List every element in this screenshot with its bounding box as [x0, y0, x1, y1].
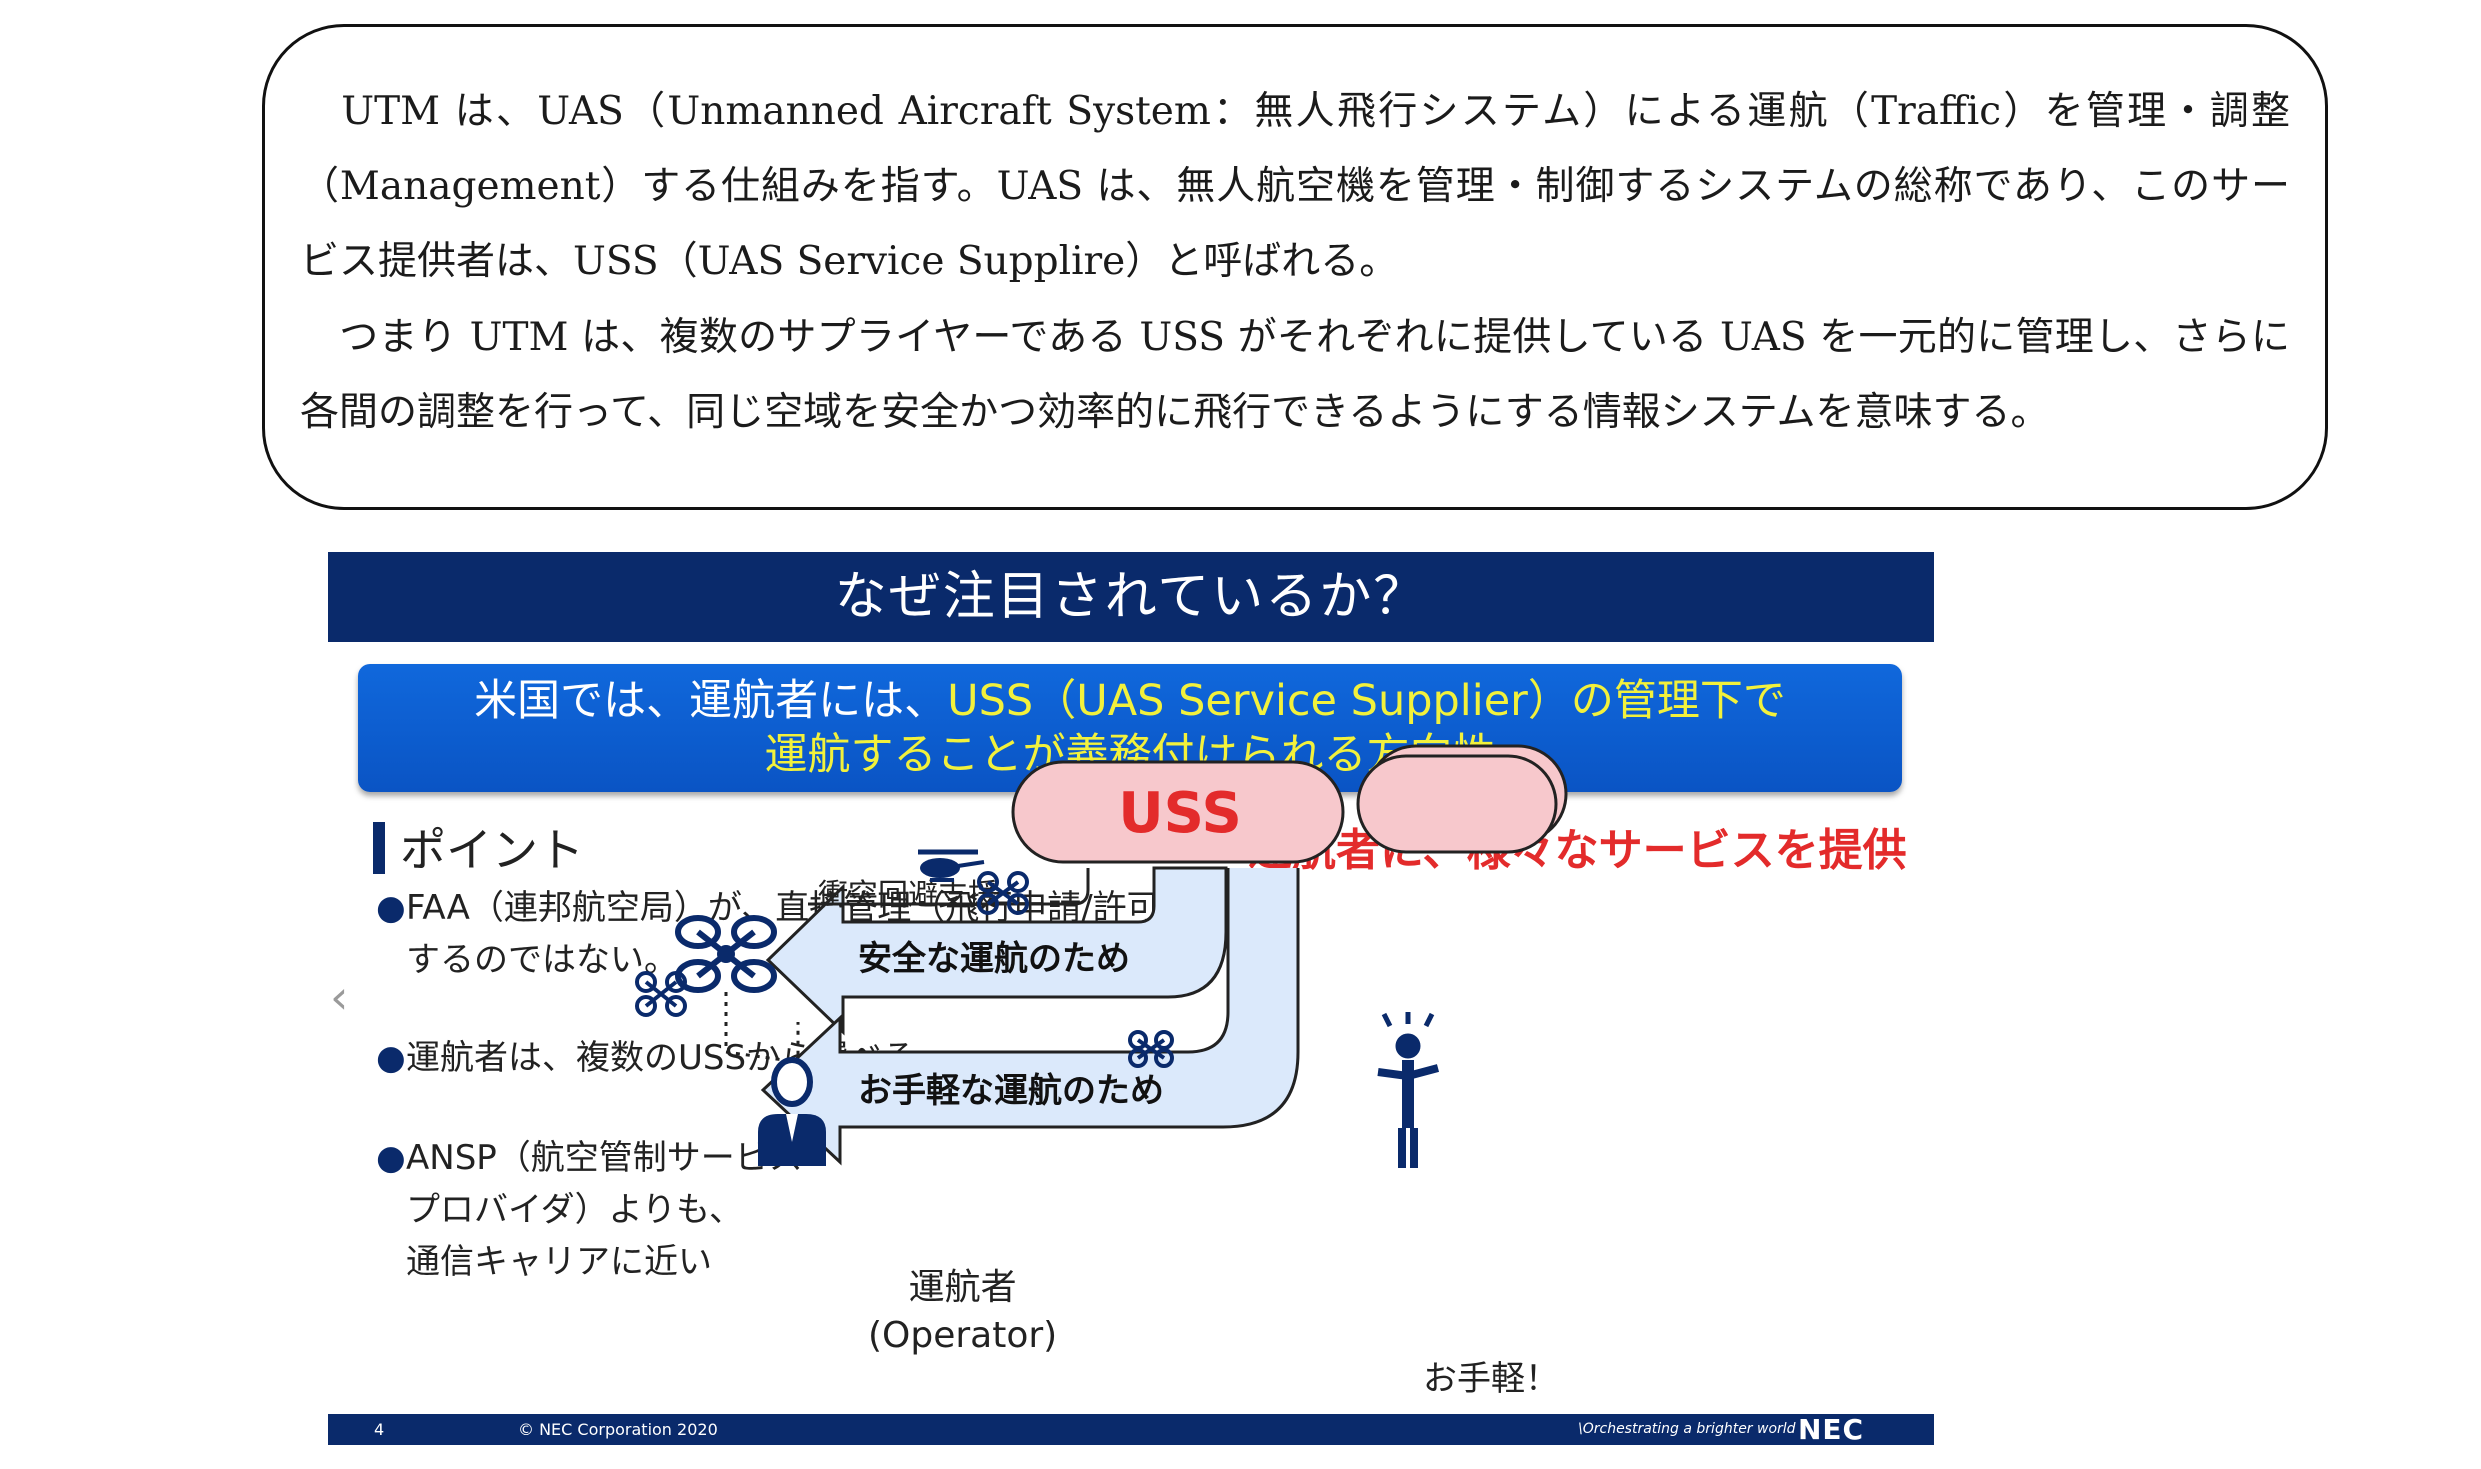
- drone-icon: [635, 971, 687, 1017]
- points-marker: [373, 822, 385, 874]
- slide-image: なぜ注目されているか？ 米国では、運航者には、USS（UAS Service S…: [328, 552, 1934, 1445]
- bullet-dot: ●: [376, 888, 406, 928]
- drone-icon: [977, 871, 1029, 915]
- bullet-ansp-line1: ANSP（航空管制サービス: [406, 1138, 803, 1178]
- collision-support-rail: [808, 868, 1090, 906]
- bullet-ansp-line2: プロバイダ）よりも、: [406, 1190, 743, 1230]
- banner-yellow-text: USS（UAS Service Supplier）の管理下で: [947, 676, 1786, 726]
- slide-title: なぜ注目されているか？: [328, 552, 1934, 642]
- explanation-box: [262, 24, 2328, 510]
- happy-user-icon: [1377, 1012, 1440, 1168]
- slide-footer: 4 © NEC Corporation 2020 \Orchestrating …: [328, 1414, 1934, 1445]
- easy-operation-arrow: [760, 868, 1300, 1166]
- bullet-faa-line2: するのではない。: [406, 940, 678, 980]
- banner-white-text: 米国では、運航者には、: [474, 676, 948, 726]
- uss-capsule: [1011, 760, 1345, 864]
- nec-logo: NEC: [1798, 1413, 1865, 1445]
- services-heading: 運航者に、様々なサービスを提供: [1248, 825, 1907, 876]
- paragraph-2: つまり UTM は、複数のサプライヤーである USS がそれぞれに提供している …: [300, 315, 2290, 435]
- chevron-left-icon[interactable]: ‹: [330, 970, 349, 1024]
- copyright: © NEC Corporation 2020: [518, 1420, 718, 1439]
- otegaru-label: お手軽！: [1423, 1359, 1559, 1399]
- tagline: \Orchestrating a brighter world: [1578, 1421, 1796, 1437]
- safe-operation-label: 安全な運航のため: [858, 939, 1130, 979]
- banner-line-1: 米国では、運航者には、USS（UAS Service Supplier）の管理下…: [358, 674, 1902, 728]
- operator-label-line2: (Operator): [868, 1315, 1058, 1356]
- operator-icon: [758, 1057, 826, 1166]
- arrow-channel-fill: [1230, 870, 1296, 1052]
- drone-icon: [1128, 1030, 1174, 1068]
- paragraph-1: UTM は、UAS（Unmanned Aircraft System：無人飛行シ…: [300, 89, 2290, 284]
- collision-avoidance-label: 衝突回避支援: [818, 878, 998, 913]
- safe-operation-arrow: [765, 866, 1228, 1036]
- operator-label-line1: 運航者: [908, 1267, 1017, 1308]
- helicopter-icon: [918, 849, 985, 882]
- bullet-dot: ●: [376, 1138, 406, 1178]
- operator-label: 運航者 (Operator): [868, 1264, 1057, 1360]
- bullet-ansp-line3: 通信キャリアに近い: [406, 1242, 712, 1282]
- points-heading: ポイント: [400, 823, 584, 877]
- uss-diagram: USS 衝突回避支援 安全な運航のため お手軽な運航のため: [635, 744, 1568, 1399]
- uss-label: USS: [1118, 781, 1242, 846]
- uss-back-capsule-1: [1356, 754, 1558, 854]
- easy-operation-label: お手軽な運航のため: [858, 1071, 1164, 1111]
- control-link: [724, 992, 800, 1064]
- summary-banner: 米国では、運航者には、USS（UAS Service Supplier）の管理下…: [358, 664, 1902, 792]
- bullet-ansp: ● ANSP（航空管制サービス プロバイダ）よりも、 通信キャリアに近い: [376, 1132, 803, 1288]
- bullet-dot: ●: [376, 1038, 406, 1078]
- page-number: 4: [374, 1420, 385, 1439]
- large-drone-icon: [675, 915, 777, 993]
